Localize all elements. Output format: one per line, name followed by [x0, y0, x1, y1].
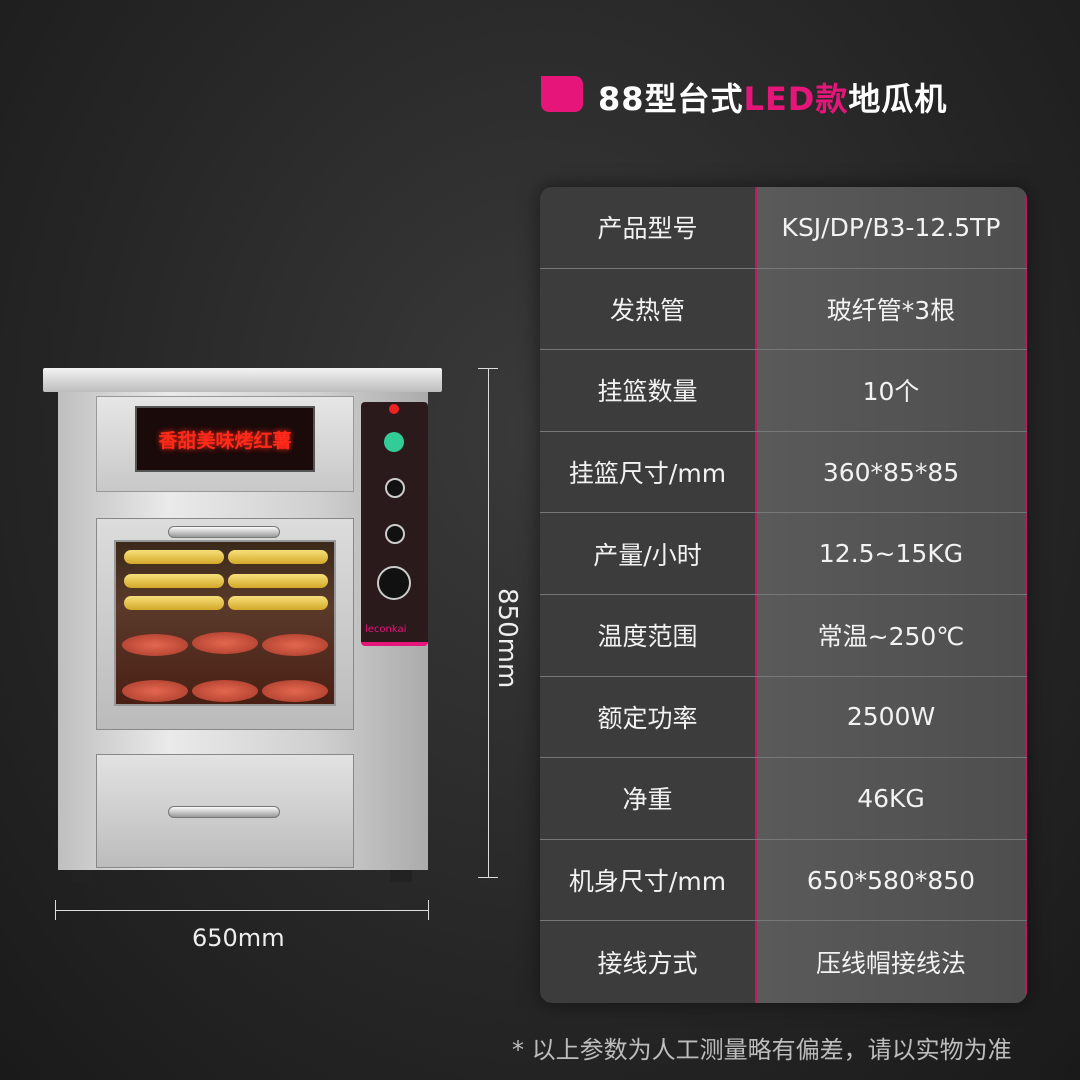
spec-value: 压线帽接线法 [815, 949, 966, 979]
led-display: 香甜美味烤红薯 [135, 406, 315, 472]
machine-top [43, 368, 442, 392]
machine-foot [390, 870, 412, 882]
spec-value: 2500W [846, 702, 936, 732]
spec-label: 机身尺寸/mm [568, 867, 727, 897]
height-dimension-line [478, 368, 498, 878]
spec-row: 挂篮数量 10个 [540, 350, 1027, 432]
width-dimension-label: 650mm [192, 924, 285, 952]
title-accent-mark [541, 76, 583, 112]
spec-value: 常温~250℃ [817, 622, 965, 652]
power-button-icon [384, 432, 404, 452]
spec-row: 机身尺寸/mm 650*580*850 [540, 840, 1027, 922]
spec-label: 额定功率 [597, 703, 698, 733]
spec-label: 挂篮尺寸/mm [568, 459, 727, 489]
spec-label: 产品型号 [597, 214, 698, 244]
spec-row: 接线方式 压线帽接线法 [540, 921, 1027, 1003]
page-title: 88型台式LED款地瓜机 [598, 80, 948, 118]
switch-knob-icon [385, 524, 405, 544]
width-dimension-line [55, 900, 429, 920]
machine-foot [72, 870, 94, 882]
height-dimension-label: 850mm [492, 588, 522, 689]
spec-value: 12.5~15KG [818, 539, 964, 569]
brand-logo: leconkai [365, 624, 407, 635]
spec-label: 净重 [622, 785, 673, 815]
spec-value: 360*85*85 [822, 457, 960, 487]
spec-value: 玻纤管*3根 [826, 295, 956, 325]
temperature-dial-icon [377, 566, 411, 600]
switch-knob-icon [385, 478, 405, 498]
oven-window [114, 540, 336, 706]
power-indicator-icon [389, 404, 399, 414]
spec-table: 产品型号 KSJ/DP/B3-12.5TP 发热管 玻纤管*3根 挂篮数量 10个 挂… [540, 187, 1027, 1003]
spec-label: 产量/小时 [593, 540, 702, 570]
spec-row: 产量/小时 12.5~15KG [540, 513, 1027, 595]
spec-row: 温度范围 常温~250℃ [540, 595, 1027, 677]
spec-value: 46KG [857, 783, 925, 813]
spec-row: 挂篮尺寸/mm 360*85*85 [540, 432, 1027, 514]
drawer-handle [168, 806, 280, 818]
spec-label: 挂篮数量 [597, 377, 698, 407]
footnote: * 以上参数为人工测量略有偏差，请以实物为准 [512, 1036, 1012, 1064]
spec-row: 发热管 玻纤管*3根 [540, 269, 1027, 351]
spec-value: 10个 [862, 377, 920, 407]
spec-row: 产品型号 KSJ/DP/B3-12.5TP [540, 187, 1027, 269]
spec-label: 温度范围 [597, 622, 698, 652]
spec-value: 650*580*850 [806, 865, 976, 895]
door-handle [168, 526, 280, 538]
control-panel: leconkai [361, 402, 428, 646]
spec-label: 发热管 [609, 295, 685, 325]
spec-row: 额定功率 2500W [540, 677, 1027, 759]
spec-row: 净重 46KG [540, 758, 1027, 840]
spec-value: KSJ/DP/B3-12.5TP [781, 212, 1001, 242]
spec-label: 接线方式 [597, 949, 698, 979]
